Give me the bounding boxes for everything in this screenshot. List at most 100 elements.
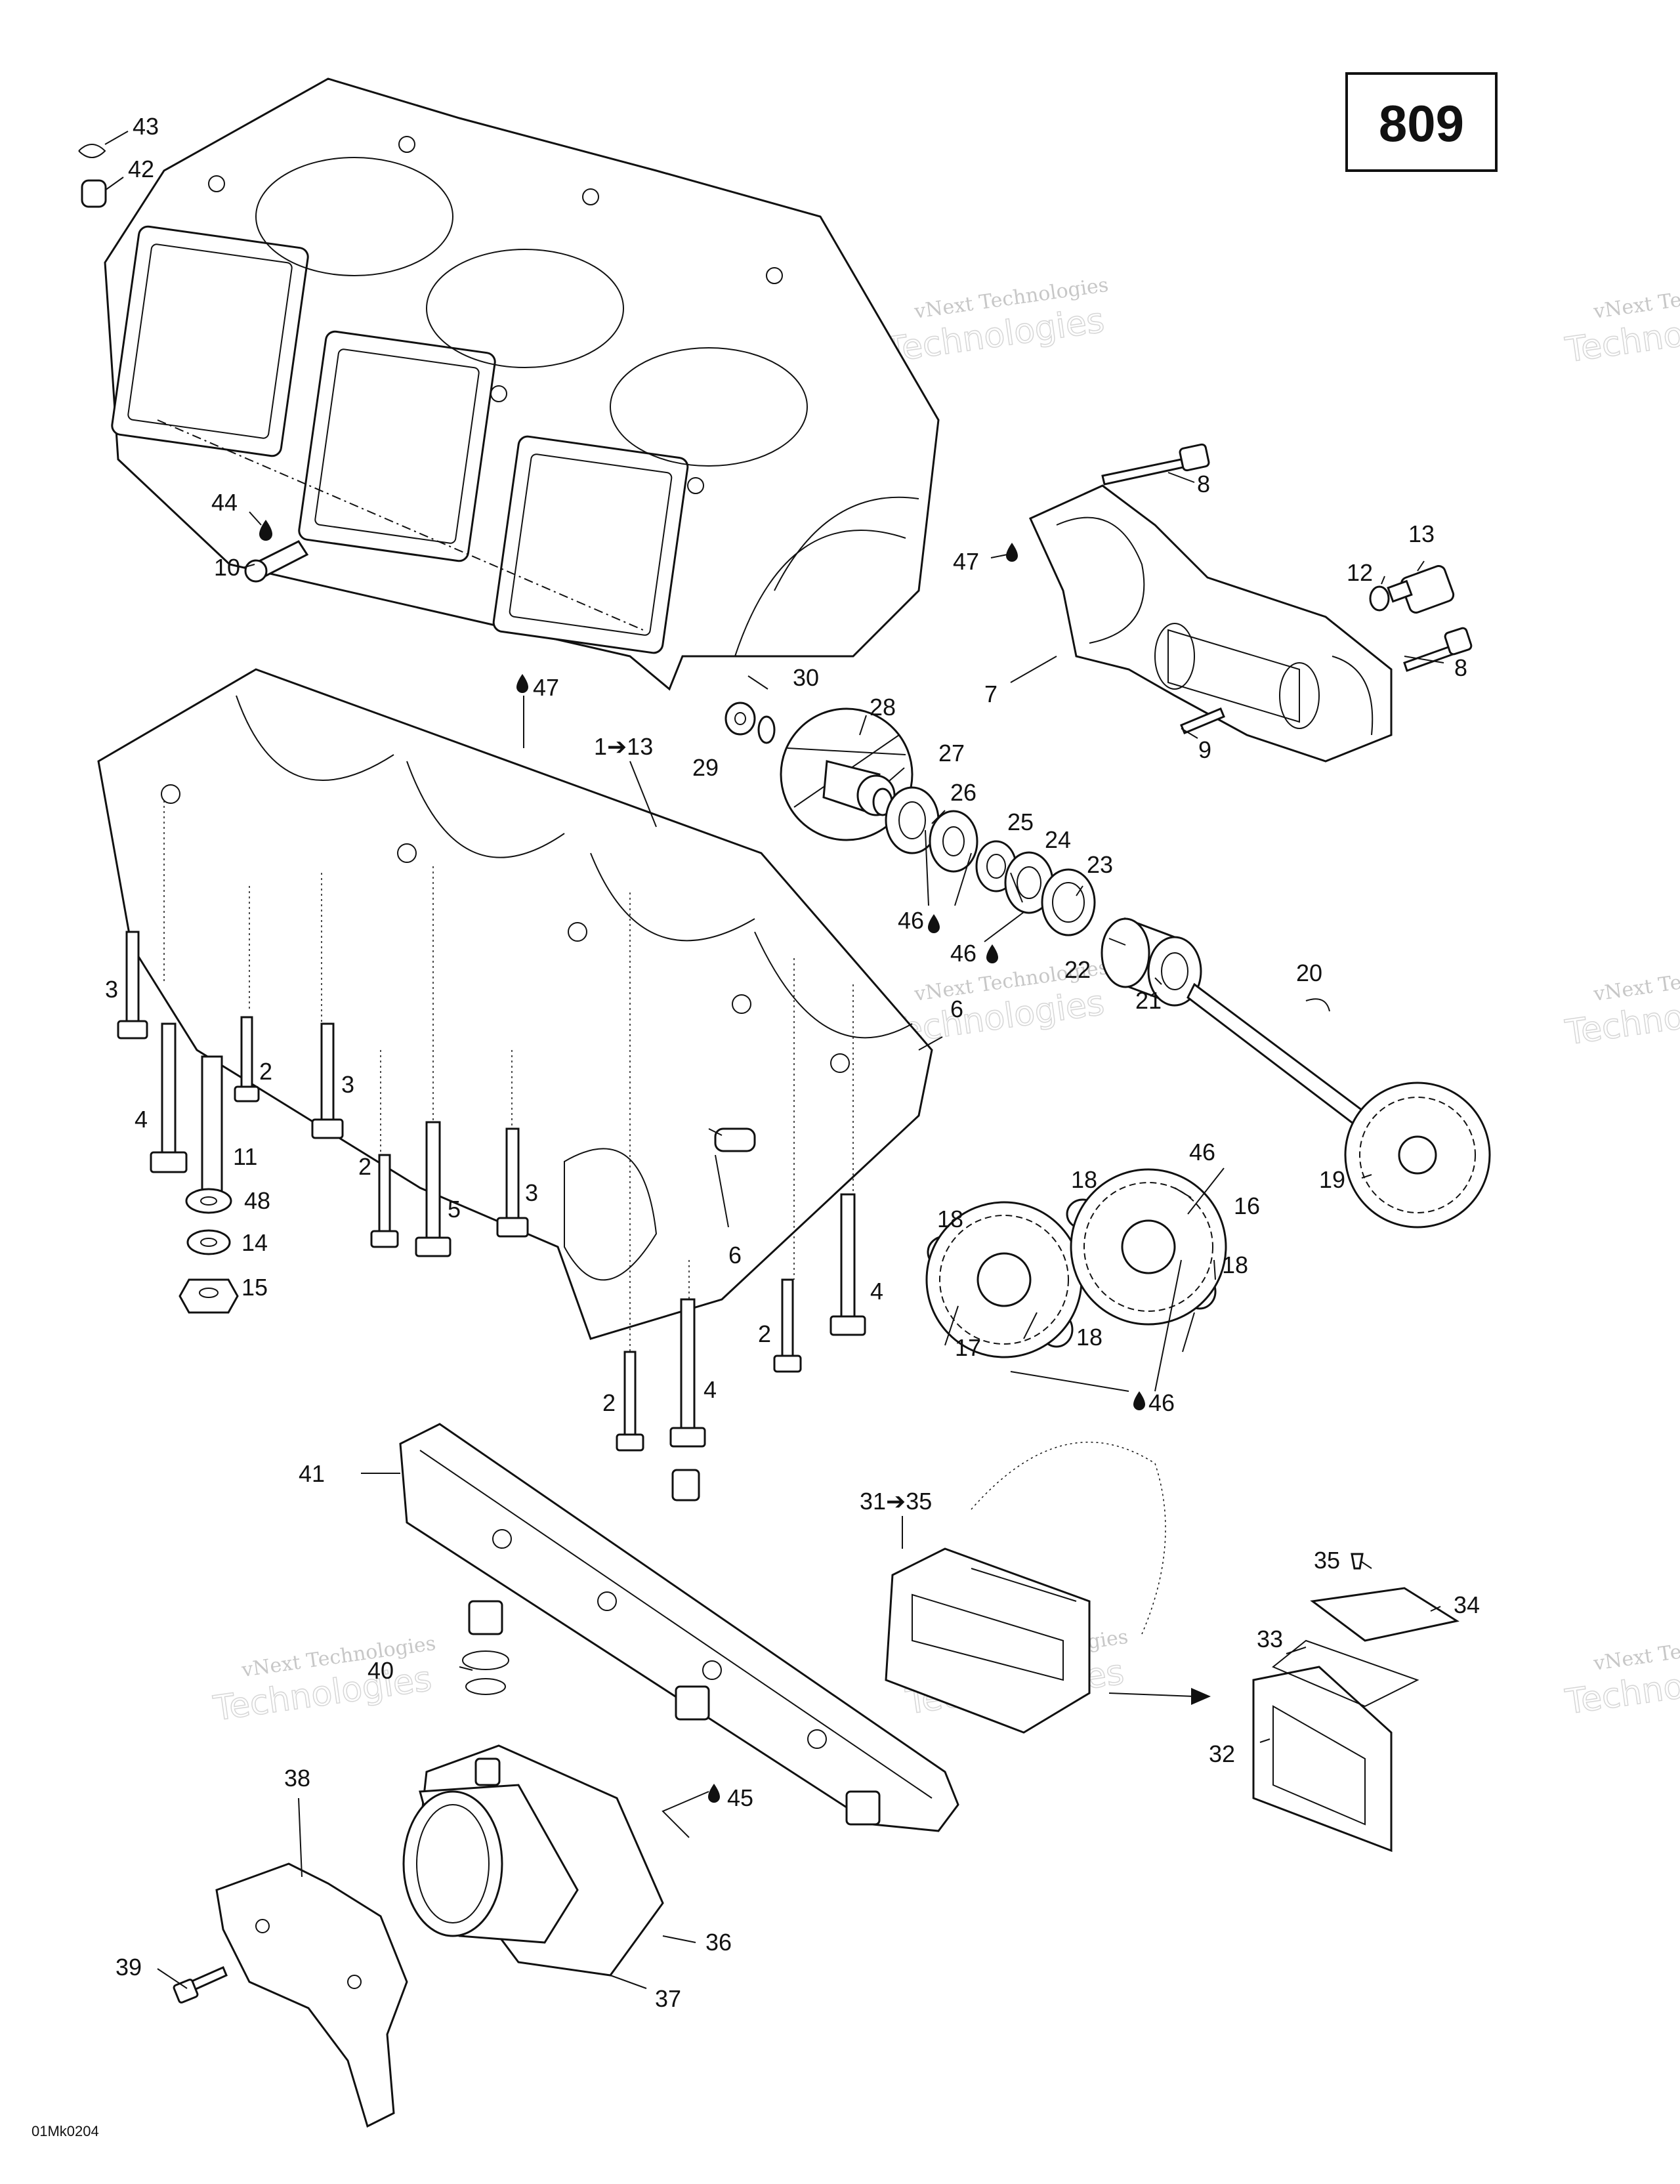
callout: 7 xyxy=(984,681,998,707)
callout: 14 xyxy=(242,1229,268,1256)
callout: 8 xyxy=(1197,471,1210,497)
bolt-4b xyxy=(830,1193,866,1336)
screw-8b xyxy=(1403,627,1473,672)
callout: 46 xyxy=(950,940,976,967)
callout: 25 xyxy=(1007,808,1034,835)
callout: 4 xyxy=(135,1106,148,1133)
bearing-21 xyxy=(1101,917,1202,1007)
bracket-38 xyxy=(215,1862,408,2128)
callout: 28 xyxy=(870,694,896,721)
callout: 45 xyxy=(727,1784,753,1811)
callout: 2 xyxy=(358,1153,371,1180)
callout: 42 xyxy=(128,156,154,182)
lockwasher-14 xyxy=(186,1229,231,1255)
upper-crankcase xyxy=(104,77,940,691)
callout: 5 xyxy=(448,1196,461,1223)
callout: 46 xyxy=(1148,1389,1175,1416)
callout: 32 xyxy=(1209,1740,1235,1767)
bolt-3b xyxy=(311,1022,344,1139)
drop-icon xyxy=(986,944,998,963)
screw-39 xyxy=(173,1966,228,2004)
callout: 2 xyxy=(602,1389,616,1416)
drop-icon xyxy=(1133,1391,1145,1410)
callout: 22 xyxy=(1064,956,1091,983)
callout: 3 xyxy=(105,976,118,1003)
callout: 17 xyxy=(955,1334,981,1361)
screw-8a xyxy=(1101,443,1210,486)
callout: 10 xyxy=(214,554,240,581)
callout: 2 xyxy=(259,1058,272,1085)
reed-33 xyxy=(1272,1639,1419,1708)
page-number: 809 xyxy=(1379,94,1464,152)
part-43-clip xyxy=(78,144,106,158)
callout: 3 xyxy=(525,1179,538,1206)
callout: 26 xyxy=(950,779,976,806)
gear-17 xyxy=(925,1201,1083,1358)
callout: 46 xyxy=(1189,1139,1215,1166)
callout: 43 xyxy=(133,113,159,140)
arrow-to-32 xyxy=(1108,1692,1195,1697)
callout: 6 xyxy=(728,1242,742,1269)
callout: 16 xyxy=(1234,1192,1260,1219)
gear-16 xyxy=(1070,1168,1227,1326)
callout: 47 xyxy=(953,548,979,575)
bolt-3c xyxy=(496,1127,529,1238)
callout: 46 xyxy=(898,907,924,934)
hose-clamp-40 xyxy=(462,1650,509,1695)
nut-15 xyxy=(178,1278,239,1314)
bolt-2c xyxy=(773,1278,802,1373)
watermark-text: vNext Technologies xyxy=(1591,1626,1680,1675)
washer-48 xyxy=(185,1188,232,1214)
bolt-2b xyxy=(370,1154,399,1248)
callout: 19 xyxy=(1319,1166,1345,1193)
callout: 44 xyxy=(211,489,238,516)
bolt-4a xyxy=(150,1022,188,1173)
nut-30 xyxy=(724,702,756,736)
callout: 40 xyxy=(368,1657,394,1684)
callout: 2 xyxy=(758,1320,771,1347)
reed-block-32 xyxy=(1252,1666,1393,1853)
intake-37 xyxy=(402,1757,579,1944)
manifold-41 xyxy=(399,1423,959,1832)
page-number-box: 809 xyxy=(1345,72,1498,172)
callout: 12 xyxy=(1347,559,1373,586)
bolt-3a xyxy=(117,931,148,1040)
callout: 34 xyxy=(1454,1591,1480,1618)
callout: 15 xyxy=(242,1274,268,1301)
callout: 8 xyxy=(1454,654,1467,681)
callout: 30 xyxy=(793,664,819,691)
bolts-bottom xyxy=(616,1193,866,1452)
screw-35 xyxy=(1351,1553,1364,1570)
callout: 24 xyxy=(1045,826,1071,853)
pin-9 xyxy=(1180,707,1225,734)
callout: 13 xyxy=(1408,520,1435,547)
callout: 41 xyxy=(299,1460,325,1487)
screw-13 xyxy=(1387,565,1455,614)
callout: 23 xyxy=(1087,851,1113,878)
callout: 27 xyxy=(938,740,965,766)
bolt-2d xyxy=(616,1351,644,1452)
watermark-text: vNext Technologies xyxy=(1591,956,1680,1006)
callout: 29 xyxy=(692,754,719,781)
stop-plate-34 xyxy=(1310,1587,1460,1642)
lubricant-drops xyxy=(516,543,1145,1803)
ring-26b xyxy=(929,810,978,873)
clip-20 xyxy=(1305,998,1330,1012)
reed-valve-assembly-31-35 xyxy=(885,1441,1166,1734)
callout: 37 xyxy=(655,1985,681,2012)
leader-lines xyxy=(104,131,1444,1989)
bolts-left xyxy=(117,931,529,1314)
callout: 18 xyxy=(1222,1251,1248,1278)
drop-icon xyxy=(1006,543,1018,562)
callout: 4 xyxy=(704,1376,717,1403)
bearing-23 xyxy=(1041,868,1096,936)
drop-icon xyxy=(516,674,528,693)
bolt-2a xyxy=(234,1016,260,1102)
alignment-line xyxy=(157,419,644,631)
stud-11 xyxy=(201,1055,223,1196)
callout: 18 xyxy=(1071,1166,1097,1193)
callout: 4 xyxy=(870,1278,883,1305)
callout: 48 xyxy=(244,1187,270,1214)
dowel-6 xyxy=(714,1127,756,1152)
